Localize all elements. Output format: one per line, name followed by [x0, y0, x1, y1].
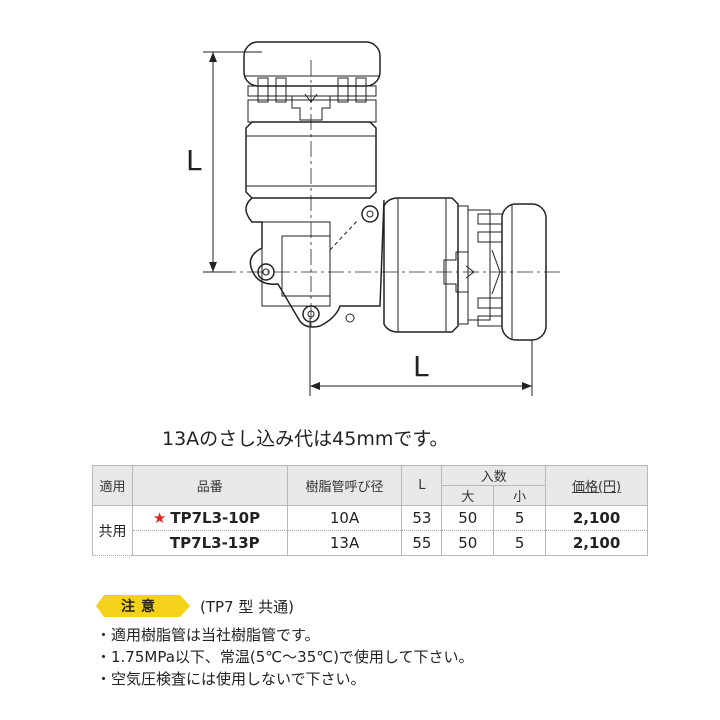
list-item: ・空気圧検査には使用しないで下さい。	[96, 670, 366, 688]
header-price: 価格(円)	[545, 465, 648, 506]
part-no-cell: TP7L3-13P	[131, 530, 288, 556]
right-cap	[501, 203, 547, 341]
elbow-fitting-drawing: L L	[186, 41, 560, 396]
insertion-depth-note: 13Aのさし込み代は45mmです。	[162, 428, 449, 450]
table-row: TP7L3-13P 13A 55 50 5 2,100	[93, 530, 648, 556]
fitting-diagram-svg	[203, 41, 560, 396]
header-price-label: 価格(円)	[571, 480, 622, 495]
length-cell: 55	[401, 530, 443, 556]
right-body	[383, 197, 459, 333]
price-cell: 2,100	[545, 505, 648, 531]
upper-body	[245, 121, 377, 199]
length-cell: 53	[401, 505, 443, 531]
elbow-body	[245, 197, 385, 328]
header-pipe-size: 樹脂管呼び径	[286, 465, 403, 506]
list-item: ・1.75MPa以下、常温(5℃～35℃)で使用して下さい。	[96, 648, 474, 666]
qty-small-cell: 5	[493, 505, 547, 531]
top-cap	[243, 41, 381, 87]
spec-table: 適用 品番 樹脂管呼び径 L 入数 価格(円) 大 小 共用 ★TP7L3-10…	[92, 465, 648, 556]
qty-small-cell: 5	[493, 530, 547, 556]
part-no-text: TP7L3-10P	[170, 509, 261, 527]
caution-badge: 注意	[96, 595, 192, 617]
qty-large-cell: 50	[441, 530, 495, 556]
list-item: ・適用樹脂管は当社樹脂管です。	[96, 626, 320, 644]
group-label: 共用	[92, 505, 133, 556]
caution-notes: ・適用樹脂管は当社樹脂管です。 ・1.75MPa以下、常温(5℃～35℃)で使用…	[96, 624, 473, 690]
header-part-no: 品番	[131, 465, 288, 506]
header-qty-large: 大	[441, 485, 495, 506]
header-qty-small: 小	[493, 485, 547, 506]
qty-large-cell: 50	[441, 505, 495, 531]
pipe-size-cell: 10A	[286, 505, 403, 531]
dim-label-horizontal: L	[413, 350, 429, 383]
caution-badge-shape	[96, 595, 190, 617]
caution-label: 注意	[121, 599, 161, 615]
part-no-cell: ★TP7L3-10P	[131, 505, 288, 531]
header-qty: 入数	[441, 465, 547, 486]
price-cell: 2,100	[545, 530, 648, 556]
star-icon: ★	[152, 509, 167, 527]
dim-label-vertical: L	[186, 144, 202, 177]
table-row: 共用 ★TP7L3-10P 10A 53 50 5 2,100	[92, 505, 648, 556]
pipe-size-cell: 13A	[286, 530, 403, 556]
header-length: L	[401, 465, 443, 506]
caution-scope: (TP7 型 共通)	[200, 598, 294, 616]
header-usage: 適用	[92, 465, 133, 506]
